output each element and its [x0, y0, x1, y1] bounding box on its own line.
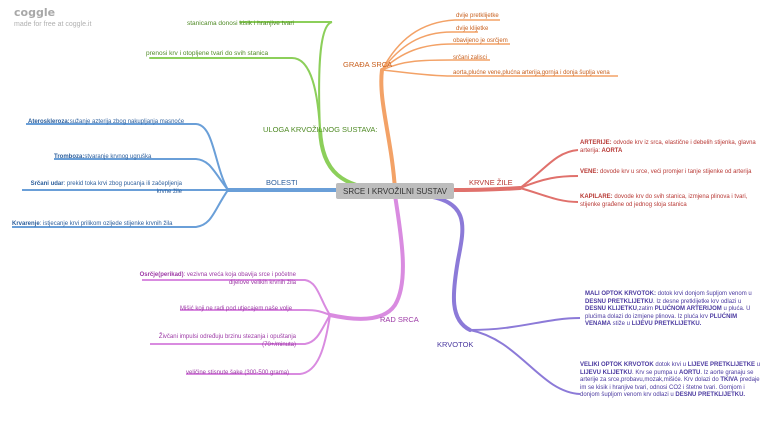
grada-item-1[interactable]: dvije pretklijetke [456, 13, 499, 19]
link-bolesti-2 [54, 158, 229, 191]
bolesti-tromboza[interactable]: Tromboza:stvaranje krvnog ugruška [54, 154, 151, 162]
mali-t2: . Iz desne pretklijetke krv odlazi u [653, 298, 742, 305]
link-grada-5 [381, 69, 618, 77]
veliki-b5: TKIVA [720, 377, 738, 383]
branch-zile-label[interactable]: KRVNE ŽILE [469, 178, 513, 187]
veliki-t5: predaje im se kisik i hranjive tvari, od… [580, 377, 760, 398]
mali-t5: stiže u [611, 321, 632, 327]
grada-item-3[interactable]: obavijeno je osrčjem [453, 38, 508, 44]
zile-kapilare-term: KAPILARE: [580, 194, 613, 200]
bolesti-krvarenje[interactable]: Krvarenje: istjecanje krvi prilikom ozlj… [12, 221, 172, 229]
rad-osrcje-term: Osrčje(perikad) [139, 272, 184, 278]
veliki-t3: . Krv se pumpa u [632, 369, 680, 376]
branch-grada-label[interactable]: GRAĐA SRCA [343, 60, 393, 69]
coggle-logo: coggle [14, 6, 56, 19]
link-grada-3 [381, 43, 510, 71]
grada-item-2[interactable]: dvije klijetke [456, 26, 489, 32]
branch-krvotok-label[interactable]: KRVOTOK [437, 340, 474, 349]
zile-arterije-text: odvode krv iz srca, elastične i debelih … [580, 140, 756, 154]
zile-arterije-aorta: AORTA [600, 147, 623, 154]
branch-uloga-label[interactable]: ULOGA KRVOŽILNOG SUSTAVA: [263, 125, 378, 134]
zile-vene[interactable]: VENE: dovode krv u srce, veći promjer i … [580, 169, 760, 177]
rad-misic[interactable]: Mišić koji ne radi pod utjecajem naše vo… [180, 306, 293, 312]
zile-arterije-term: ARTERIJE: [580, 140, 612, 146]
link-grada-2 [381, 31, 478, 71]
srcani-udar-text: : prekid toka krvi zbog pucanja ili zače… [63, 181, 182, 195]
link-rad-1 [142, 279, 331, 316]
zile-kapilare-text: dovode krv do svih stanica, izmjena plin… [580, 194, 748, 208]
link-zile-1 [519, 149, 579, 189]
rad-osrcje[interactable]: Osrčje(perikad): vezivna vreća koja obav… [132, 272, 296, 287]
bolesti-srcani-udar[interactable]: Srčani udar: prekid toka krvi zbog pucan… [22, 181, 182, 196]
link-rad-4 [186, 314, 331, 375]
link-grada-1 [381, 19, 500, 71]
mali-t3: ,zatim [637, 306, 655, 312]
grada-item-5[interactable]: aorta,plućne vene,plućna arterija,gornja… [453, 70, 610, 76]
krvarenje-term: Krvarenje [12, 221, 40, 227]
link-krvotok [418, 193, 472, 332]
veliki-t4: . Iz aorte granaju se arterije za srce,p… [580, 369, 754, 384]
ateroskleroza-text: sužanje azterija zbog nakupljanja masnoć… [69, 119, 185, 125]
link-rad-2 [180, 309, 331, 316]
mali-b5: PLUĆNIM VENAMA [585, 313, 738, 328]
zile-kapilare[interactable]: KAPILARE: dovode krv do svih stanica, iz… [580, 194, 760, 209]
bolesti-ateroskleroza[interactable]: Ateroskleroza:sužanje azterija zbog naku… [28, 119, 184, 127]
uloga-item-1[interactable]: stanicama donosi kisik i hranjive tvari [187, 20, 294, 27]
krvarenje-text: : istjecanje krvi prilikom ozljede stije… [39, 221, 173, 227]
uloga-item-2[interactable]: prenosi krv i otopljene tvari do svih st… [146, 50, 269, 57]
rad-velicina[interactable]: veličine stisnute šake (300-500 grama) [186, 370, 290, 376]
zile-vene-term: VENE: [580, 169, 599, 175]
rad-osrcje-text: : vezivna vreća koja obavija srce i poče… [183, 272, 296, 286]
coggle-tagline: made for free at coggle.it [14, 21, 92, 28]
veliki-b6: DESNU PRETKLIJETKU. [675, 392, 746, 398]
mali-b2: DESNU PRETKLIJETKU [585, 298, 654, 305]
rad-impulsi[interactable]: Živčani impulsi određuju brzinu stezanja… [158, 334, 296, 348]
link-rad [328, 193, 405, 321]
link-bolesti-1 [26, 123, 229, 191]
link-grada [379, 68, 397, 192]
mali-t4: u pluća. U plućima dolazi do izmjene pli… [585, 306, 751, 320]
zile-vene-text: dovode krv u srce, veći promjer i tanje … [598, 169, 752, 175]
krvotok-veliki-optok[interactable]: VELIKI OPTOK KRVOTOK dotok krvi u LIJEVE… [580, 362, 762, 400]
mali-b4: PLUĆNOM ARTERIJOM [654, 306, 722, 312]
zile-arterije[interactable]: ARTERIJE: odvode krv iz srca, elastične … [580, 140, 760, 155]
link-bolesti-4 [12, 189, 229, 228]
link-uloga [318, 128, 397, 192]
mali-b6: LIJEVU PRETKLIJETKU. [631, 321, 702, 327]
veliki-b2: LIJEVE PRETKLIJETKE [687, 362, 756, 368]
mali-b1: MALI OPTOK KRVOTOK: [585, 291, 657, 297]
link-zile-2 [519, 175, 579, 189]
link-krvotok-1 [469, 317, 581, 331]
veliki-b4: AORTU [679, 369, 701, 376]
link-zile-3 [519, 187, 579, 203]
branch-bolesti-label[interactable]: BOLESTI [266, 178, 298, 187]
ateroskleroza-term: Ateroskleroza: [28, 119, 70, 125]
grada-item-4[interactable]: srčani zalisci [453, 55, 488, 61]
krvotok-mali-optok[interactable]: MALI OPTOK KRVOTOK: dotok krvi donjom šu… [585, 291, 761, 329]
veliki-t1: dotok krvi u [653, 362, 688, 368]
tromboza-text: stvaranje krvnog ugruška [84, 154, 152, 160]
link-grada-4 [381, 59, 490, 71]
link-rad-3 [150, 314, 331, 345]
srcani-udar-term: Srčani udar [30, 181, 64, 187]
veliki-t2: u [755, 362, 761, 368]
mali-b3: DESNU KLIJETKU [585, 306, 638, 312]
veliki-b1: VELIKI OPTOK KRVOTOK [580, 362, 654, 368]
link-uloga-2 [149, 57, 321, 131]
central-node[interactable]: SRCE I KRVOŽILNI SUSTAV [336, 183, 454, 199]
tromboza-term: Tromboza: [54, 154, 85, 160]
mali-t1: dotok krvi donjom šupljom venom u [656, 291, 752, 297]
veliki-b3: LIJEVU KLIJETKU [580, 369, 633, 376]
branch-rad-label[interactable]: RAD SRCA [380, 315, 419, 324]
link-krvotok-2 [469, 329, 581, 395]
